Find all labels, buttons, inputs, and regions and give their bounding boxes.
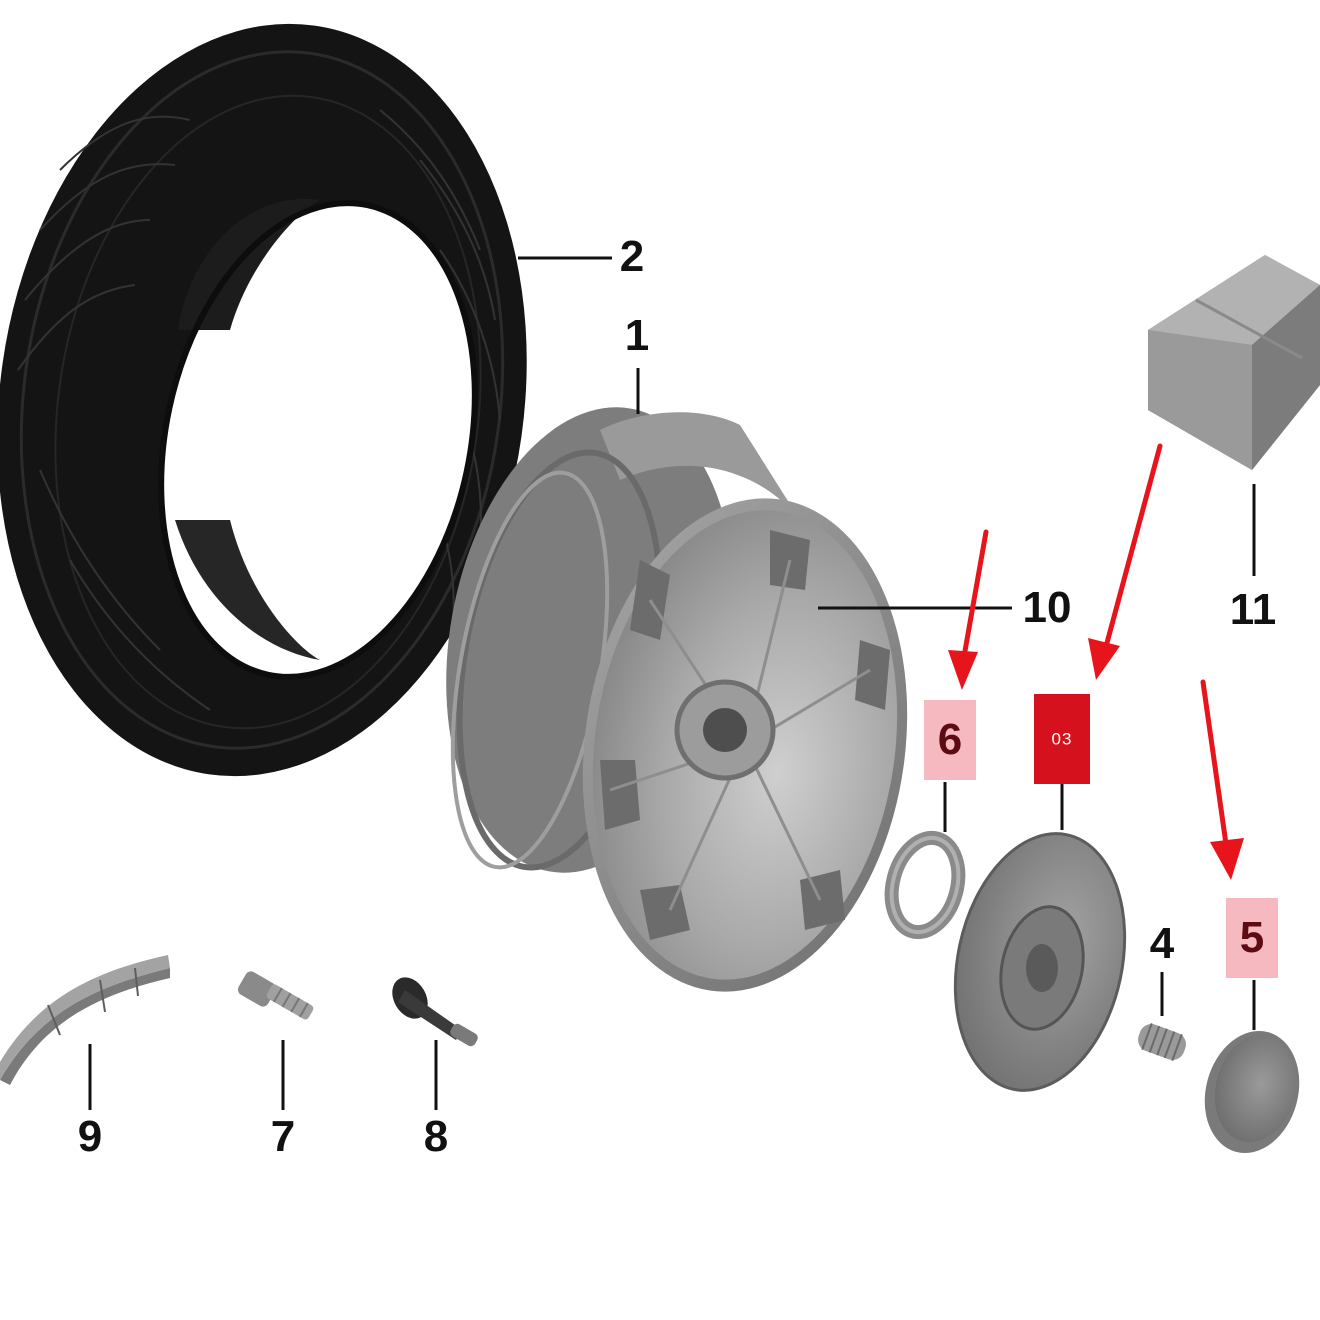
callout-4: 4 — [1149, 919, 1175, 968]
hub-cap-drawing — [1204, 1030, 1300, 1154]
callout-9: 9 — [77, 1112, 103, 1161]
tire-valve-drawing — [392, 977, 478, 1047]
balance-weight-drawing — [0, 955, 170, 1085]
callout-8: 8 — [423, 1112, 449, 1161]
highlighted-callout-5: 5 — [1226, 898, 1278, 978]
cover-disc-drawing — [953, 832, 1127, 1092]
parts-box-drawing — [1148, 255, 1320, 470]
callout-7: 7 — [270, 1112, 296, 1161]
callout-1: 1 — [624, 311, 650, 360]
callout-5: 5 — [1239, 913, 1265, 962]
callout-11: 11 — [1229, 585, 1277, 634]
retaining-ring-drawing — [884, 830, 966, 940]
highlighted-callout-6: 6 — [924, 700, 976, 780]
callout-2: 2 — [619, 232, 645, 281]
spring-drawing — [1138, 1023, 1186, 1061]
arrow-icon — [1088, 443, 1163, 680]
wheel-drawing — [446, 407, 908, 992]
tire-drawing — [0, 23, 527, 777]
badge-label: 03 — [1051, 729, 1073, 749]
wheel-bolt-drawing — [237, 971, 314, 1020]
arrow-icon — [1200, 679, 1244, 880]
callout-10: 10 — [1022, 583, 1072, 632]
badge-03: 03 — [1034, 694, 1090, 784]
arrow-icon — [948, 529, 989, 690]
callout-6: 6 — [937, 715, 963, 764]
